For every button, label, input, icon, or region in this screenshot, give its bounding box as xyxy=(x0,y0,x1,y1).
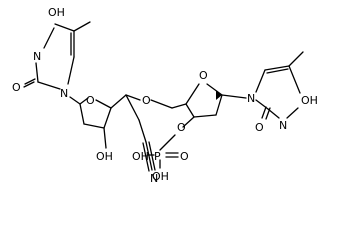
n-label-left-glycosidic: N xyxy=(60,87,68,100)
p-label-phosphorus: P xyxy=(154,150,161,163)
oh-label-right-base: OH xyxy=(301,94,318,107)
o-label-phosphate-oxo: O xyxy=(180,150,189,163)
chemical-structure: OH N O N O OH O N O xyxy=(12,6,318,185)
left-thymine-bonds xyxy=(23,21,91,90)
oh-label-phosphate-1: OH xyxy=(132,150,149,163)
o-label-furanose-left: O xyxy=(86,94,95,107)
oh-label-sugar-left: OH xyxy=(96,150,113,163)
o-label-carbonyl-right: O xyxy=(255,121,264,134)
n-label-nitrile: N xyxy=(150,172,158,185)
phosphate-bonds xyxy=(147,134,179,169)
o-label-furanose-right: O xyxy=(199,69,208,82)
n-label-right-glycosidic: N xyxy=(247,92,255,105)
n-label-left-ring: N xyxy=(33,50,41,63)
right-thymine-bonds xyxy=(255,51,304,120)
left-sugar-bonds xyxy=(69,94,156,172)
stereo-wedge-right-sugar xyxy=(216,90,222,100)
n-label-right-ring: N xyxy=(279,119,287,132)
o-label-carbonyl-left: O xyxy=(12,81,21,94)
o-label-ether: O xyxy=(142,94,151,107)
oh-label-top-left: OH xyxy=(48,6,65,19)
oh-label-phosphate-2: OH xyxy=(152,170,169,183)
o-label-phosphate-ester: O xyxy=(177,121,186,134)
right-sugar-bonds xyxy=(150,83,247,128)
